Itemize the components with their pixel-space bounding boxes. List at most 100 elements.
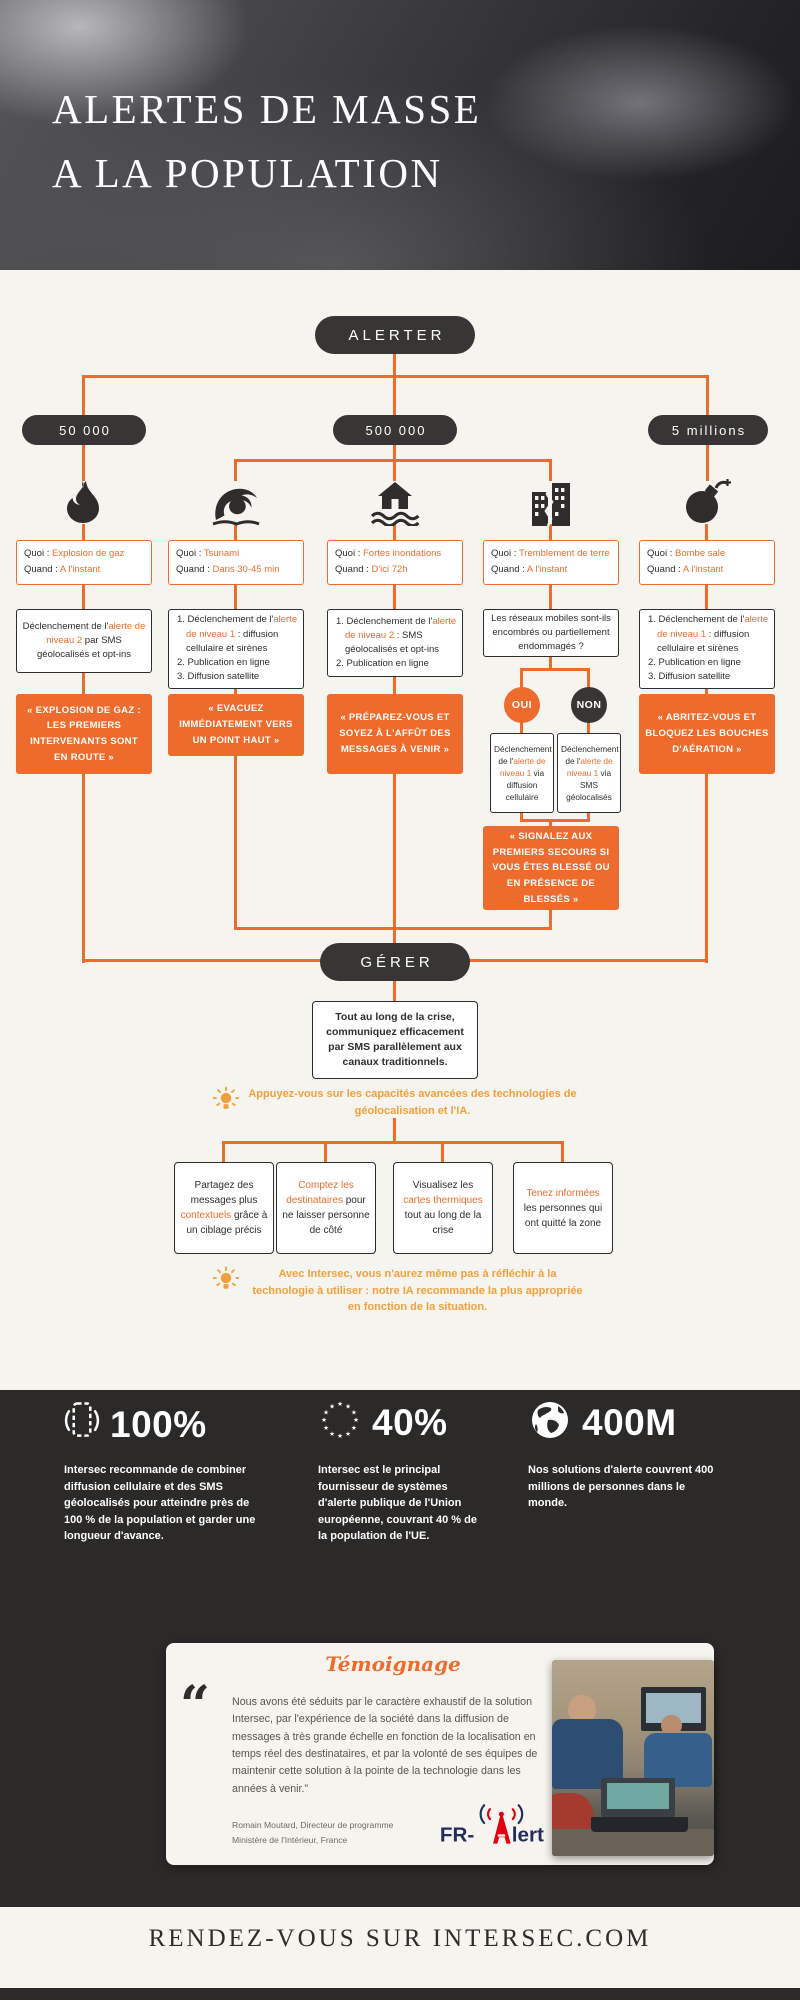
population-label: 5 millions: [671, 422, 747, 438]
connector: [393, 1118, 396, 1143]
population-pill-500000: 500 000: [333, 415, 457, 445]
connector: [520, 808, 523, 822]
connector: [587, 668, 590, 690]
connector: [393, 375, 396, 417]
svg-text:★: ★: [329, 1402, 335, 1410]
eu-stars-icon: ★★★★★★★★★★★★: [318, 1398, 362, 1447]
svg-text:★: ★: [351, 1409, 357, 1417]
tip-ia-recommendation: Avec Intersec, vous n'aurez même pas à r…: [150, 1266, 650, 1316]
oui-action-box: Déclenchement de l'alerte de niveau 1 vi…: [490, 733, 554, 813]
connector: [393, 443, 396, 481]
connector: [587, 722, 590, 735]
stat-group-100: 100%: [64, 1398, 207, 1451]
alerter-label: ALERTER: [348, 326, 446, 344]
connector: [393, 770, 396, 947]
connector: [82, 375, 85, 417]
connector: [441, 1141, 444, 1165]
connector: [706, 443, 709, 481]
bomb-icon: [683, 478, 731, 531]
alert-message-earthquake: « SIGNALEZ AUX PREMIERS SECOURS SI VOUS …: [483, 826, 619, 910]
scenario-box-gas: Quoi : Explosion de gaz Quand : A l'inst…: [16, 540, 152, 585]
footer-cta[interactable]: RENDEZ-VOUS SUR INTERSEC.COM: [148, 1925, 652, 1952]
flame-icon: [63, 479, 103, 530]
svg-text:★: ★: [345, 1402, 351, 1410]
connector: [82, 443, 85, 481]
alert-message-tsunami: « EVACUEZ IMMÉDIATEMENT VERS UN POINT HA…: [168, 694, 304, 756]
laptop-display: [607, 1783, 669, 1809]
svg-text:★: ★: [337, 1432, 343, 1440]
alert-message-gas: « EXPLOSION DE GAZ : LES PREMIERS INTERV…: [16, 694, 152, 774]
connector: [549, 459, 552, 481]
stat-value: 400M: [582, 1401, 677, 1443]
lightbulb-icon: [212, 1086, 239, 1117]
stat-group-40: ★★★★★★★★★★★★ 40%: [318, 1398, 448, 1447]
svg-text:★: ★: [337, 1400, 343, 1408]
svg-text:★: ★: [351, 1424, 357, 1432]
scenario-box-flood: Quoi : Fortes inondations Quand : D'ici …: [327, 540, 463, 585]
connector: [234, 752, 237, 930]
connector: [520, 722, 523, 735]
connector: [561, 1141, 564, 1165]
page-title-line1: ALERTES DE MASSE: [52, 86, 482, 132]
author-organization: Ministère de l'Intérieur, France: [232, 1834, 348, 1845]
desk: [552, 1828, 714, 1856]
crisis-communication-box: Tout au long de la crise, communiquez ef…: [312, 1001, 478, 1079]
testimonial-author: Romain Moutard, Directeur de programme M…: [232, 1818, 393, 1847]
scenario-box-bomb: Quoi : Bombe sale Quand : A l'instant: [639, 540, 775, 585]
svg-text:★: ★: [321, 1416, 327, 1424]
scenario-quoi: Quoi : Tremblement de terre: [491, 548, 610, 559]
population-pill-50000: 50 000: [22, 415, 146, 445]
capability-box-inform: Tenez informées les personnes qui ont qu…: [513, 1162, 613, 1254]
author-name-role: Romain Moutard, Directeur de programme: [232, 1820, 394, 1830]
stat-value: 100%: [110, 1403, 207, 1445]
svg-text:★: ★: [323, 1409, 329, 1417]
connector: [520, 819, 589, 822]
quote-mark: “: [180, 1675, 210, 1736]
svg-text:★: ★: [345, 1430, 351, 1438]
connector: [706, 375, 709, 417]
testimonial-quote: Nous avons été séduits par le caractère …: [232, 1696, 538, 1795]
alerter-pill: ALERTER: [315, 316, 475, 354]
testimonial-photo: [552, 1660, 714, 1856]
stat-text-40: Intersec est le principal fournisseur de…: [318, 1464, 477, 1542]
scenario-quand: Quand : Dans 30-45 min: [176, 563, 280, 575]
action-box-tsunami: 1. Déclenchement de l'alerte de niveau 1…: [168, 609, 304, 689]
scenario-quoi: Quoi : Explosion de gaz: [24, 548, 125, 559]
connector: [324, 1141, 327, 1165]
connector: [460, 959, 708, 962]
globe-icon: [528, 1398, 572, 1447]
population-label: 50 000: [59, 422, 111, 438]
earthquake-building-icon: [527, 478, 575, 531]
scenario-box-tsunami: Quoi : Tsunami Quand : Dans 30-45 min: [168, 540, 304, 585]
scenario-quand: Quand : A l'instant: [647, 563, 724, 575]
stat-text-100: Intersec recommande de combiner diffusio…: [64, 1464, 256, 1542]
phone-alert-icon: [64, 1398, 100, 1451]
connector: [520, 668, 523, 690]
tsunami-wave-icon: [210, 480, 262, 531]
action-box-bomb: 1. Déclenchement de l'alerte de niveau 1…: [639, 609, 775, 689]
connector: [549, 524, 552, 671]
scenario-quand: Quand : A l'instant: [24, 563, 101, 575]
capability-box-count: Comptez les destinataires pour ne laisse…: [276, 1162, 376, 1254]
scenario-quand: Quand : D'ici 72h: [335, 563, 408, 575]
header-photo-background: ALERTES DE MASSE A LA POPULATION: [0, 0, 800, 270]
connector: [234, 459, 237, 481]
alert-message-bomb: « ABRITEZ-VOUS ET BLOQUEZ LES BOUCHES D'…: [639, 694, 775, 774]
connector: [234, 459, 552, 462]
fr-alert-logo: FR- lert: [436, 1800, 556, 1853]
alert-message-flood: « PRÉPAREZ-VOUS ET SOYEZ À L'AFFÛT DES M…: [327, 694, 463, 774]
page-title: ALERTES DE MASSE A LA POPULATION: [52, 78, 481, 205]
stat-group-400m: 400M: [528, 1398, 677, 1447]
gerer-label: GÉRER: [360, 953, 434, 971]
non-action-box: Déclenchement de l'alerte de niveau 1 vi…: [557, 733, 621, 813]
tip-text: Appuyez-vous sur les capacités avancées …: [248, 1088, 577, 1117]
svg-text:lert: lert: [512, 1824, 544, 1847]
tip-geolocation-ai: Appuyez-vous sur les capacités avancées …: [140, 1086, 650, 1119]
page-title-line2: A LA POPULATION: [52, 149, 443, 196]
connector: [705, 770, 708, 963]
tip-text: Avec Intersec, vous n'aurez même pas à r…: [252, 1268, 583, 1313]
svg-text:FR-: FR-: [440, 1824, 475, 1847]
scenario-quoi: Quoi : Bombe sale: [647, 548, 726, 559]
stat-value: 40%: [372, 1401, 448, 1443]
